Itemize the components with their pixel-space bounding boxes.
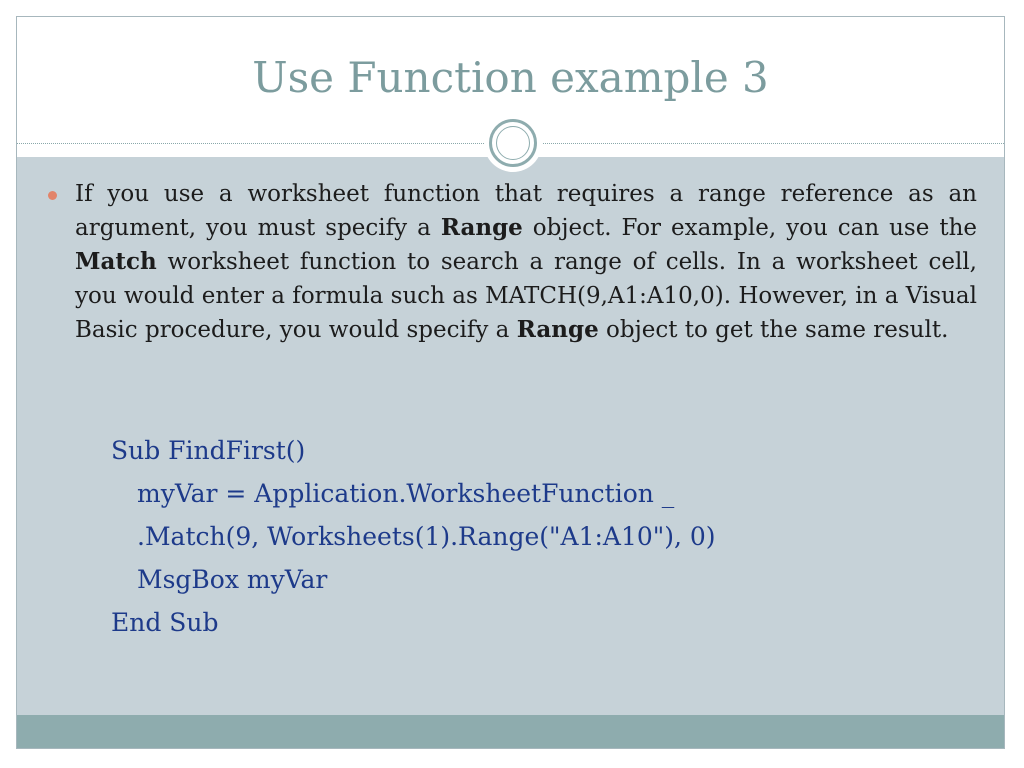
slide-title: Use Function example 3 (252, 53, 769, 102)
bullet-text-part2: object. For example, you can use the (522, 215, 977, 241)
bullet-bold-range-1: Range (440, 214, 523, 241)
bullet-text-part3: worksheet function to search a range of … (75, 249, 977, 343)
bullet-item: If you use a worksheet function that req… (48, 177, 977, 347)
bullet-text: If you use a worksheet function that req… (75, 177, 977, 347)
footer-band (17, 715, 1004, 748)
bullet-dot-icon (48, 191, 57, 200)
code-line-match: .Match(9, Worksheets(1).Range("A1:A10"),… (137, 522, 716, 551)
bullet-bold-range-2: Range (516, 316, 599, 343)
slide: Use Function example 3 If you use a work… (16, 16, 1005, 749)
bullet-text-part4: object to get the same result. (598, 317, 949, 343)
circle-divider-inner-ring (496, 126, 530, 160)
code-block: Sub FindFirst() myVar = Application.Work… (111, 429, 716, 644)
bullet-bold-match: Match (75, 248, 157, 275)
content-area (17, 157, 1004, 715)
code-line-msgbox: MsgBox myVar (137, 565, 328, 594)
code-line-sub: Sub FindFirst() (111, 436, 306, 465)
code-line-end-sub: End Sub (111, 608, 219, 637)
bullet-text-part1: If you use a worksheet function that req… (75, 181, 977, 241)
code-line-assign: myVar = Application.WorksheetFunction _ (137, 479, 675, 508)
